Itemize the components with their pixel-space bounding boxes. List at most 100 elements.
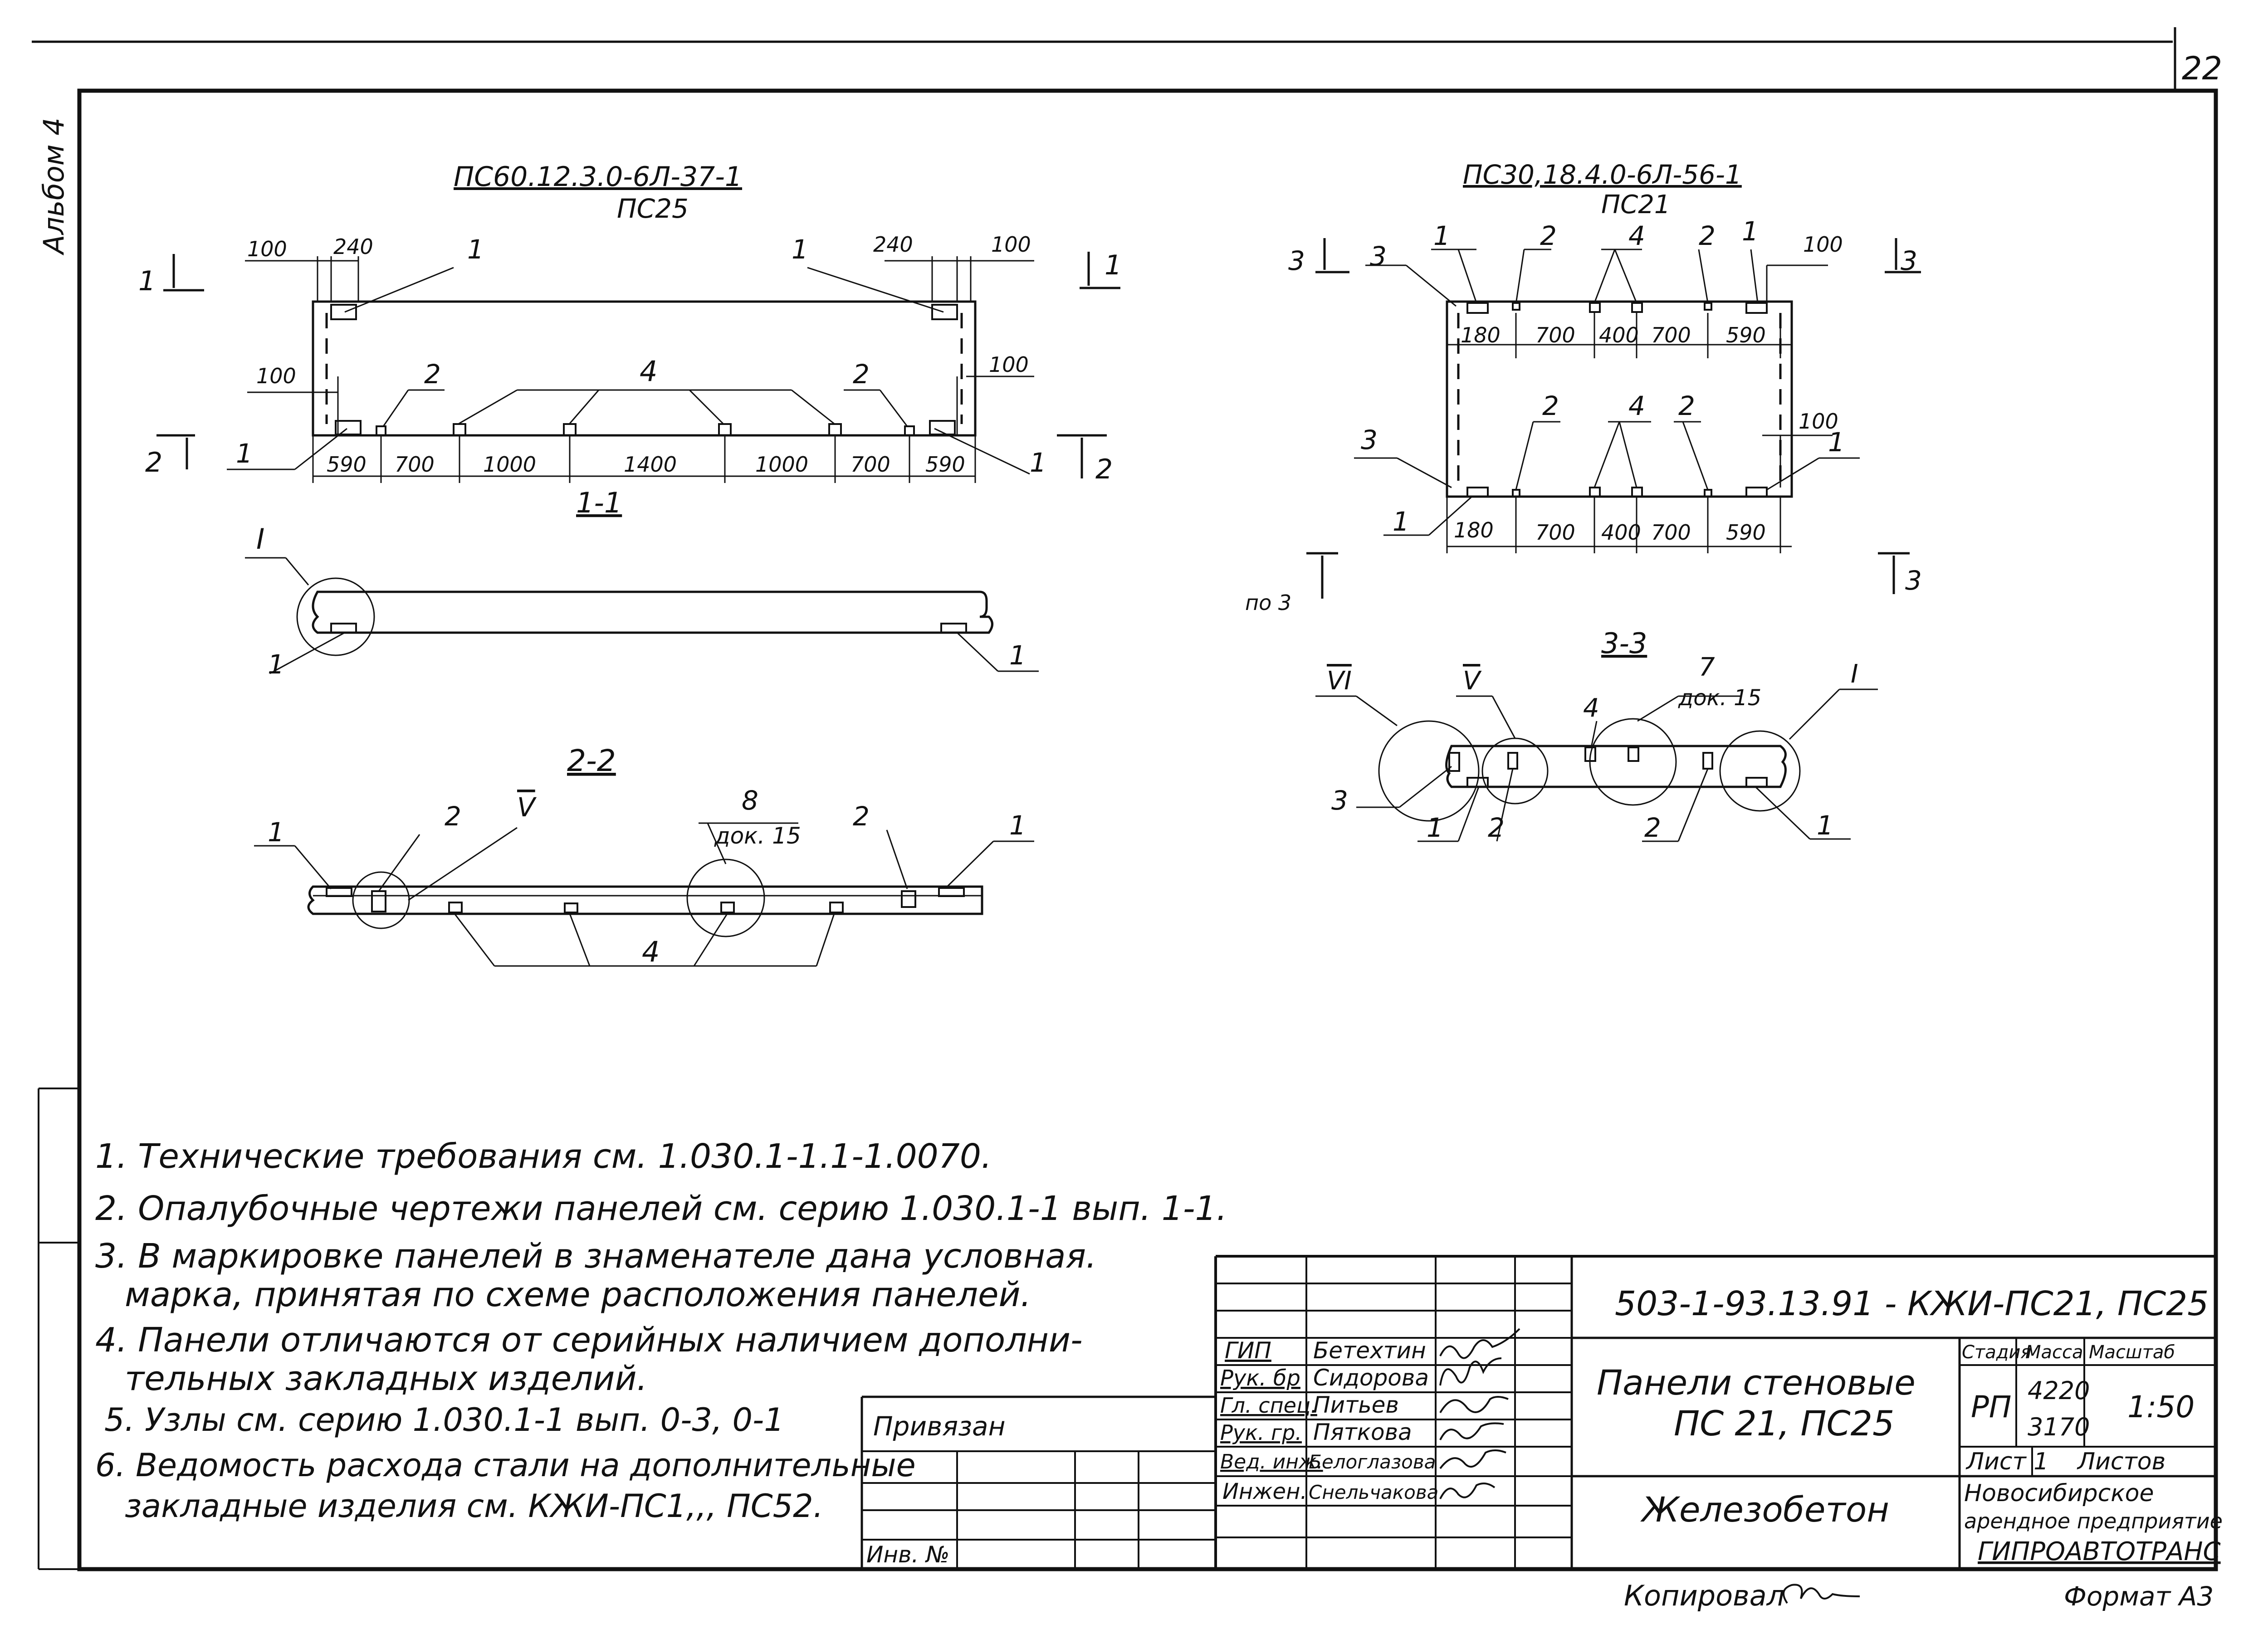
stage-header: Стадия xyxy=(1962,1342,2031,1363)
section-3-3-callout-top-5: I xyxy=(1851,659,1858,689)
section-3-3-callout-bottom-2: 2 xyxy=(1488,812,1505,843)
section-3-3-callout-top-2: 4 xyxy=(1583,693,1599,723)
pc25-dim-bottom-4: 1000 xyxy=(755,452,808,477)
pc25-callout-bottom-0: 1 xyxy=(236,438,253,469)
scale-header: Масштаб xyxy=(2089,1342,2175,1363)
note-3-cont: марка, принятая по схеме расположения па… xyxy=(125,1275,1031,1314)
section-2-2-callout-6: 1 xyxy=(1009,810,1026,841)
pc21-dim-top-1: 180 xyxy=(1461,323,1501,347)
pc21-dim-bottom-3: 700 xyxy=(1651,520,1691,545)
pc21-callout-top-5: 1 xyxy=(1742,216,1759,247)
mass-header: Масса xyxy=(2025,1342,2083,1363)
inventory-number: Инв. № xyxy=(866,1541,949,1568)
name-2: Питьев xyxy=(1313,1392,1399,1418)
pc21-dim-top-4: 700 xyxy=(1651,323,1691,347)
pc25-dim-bottom-5: 700 xyxy=(850,452,890,477)
pc25-section-mark-2b: 2 xyxy=(1095,454,1113,485)
panel-pc25-plan: ПС60.12.3.0-6Л-37-1 ПС25 1 xyxy=(138,161,1122,485)
name-3: Пяткова xyxy=(1313,1419,1412,1445)
role-5: Инжен. xyxy=(1222,1479,1307,1504)
role-3: Рук. гр. xyxy=(1220,1420,1302,1445)
pc21-callout-top-4: 2 xyxy=(1699,220,1716,251)
name-0: Бетехтин xyxy=(1313,1337,1426,1364)
notes-block: 1. Технические требования см. 1.030.1-1.… xyxy=(95,1137,1227,1525)
section-3-3-callout-bottom-3: 2 xyxy=(1644,812,1661,843)
scale-value: 1:50 xyxy=(2127,1390,2195,1424)
section-2-2-callout-1: 2 xyxy=(445,801,461,832)
pc21-callout-top-3: 4 xyxy=(1628,220,1645,251)
section-2-2-callout-3: 8 xyxy=(742,785,758,816)
section-2-2-callout-2: V xyxy=(517,792,537,823)
pc21-dim-top-5: 590 xyxy=(1726,323,1766,347)
note-3: 3. В маркировке панелей в знаменателе да… xyxy=(95,1237,1097,1276)
note-6: 6. Ведомость расхода стали на дополнител… xyxy=(95,1447,916,1484)
pc25-callout-top-0: 1 xyxy=(467,234,484,265)
pc25-dim-bottom-2: 1000 xyxy=(483,452,536,477)
note-2: 2. Опалубочные чертежи панелей см. серию… xyxy=(95,1189,1227,1228)
section-3-3: 3-3 VI V 4 7 док. 1 xyxy=(1315,627,1878,843)
pc25-callout-mid-0: 2 xyxy=(424,359,441,390)
section-2-2-callout-0: 1 xyxy=(268,817,284,848)
sheets-total: Листов xyxy=(2077,1448,2165,1475)
section-1-1-title: 1-1 xyxy=(576,486,622,519)
pc21-callout-mid-2: 4 xyxy=(1628,390,1645,421)
name-5: Снельчакова xyxy=(1309,1481,1438,1503)
pc21-dim-top-3: 400 xyxy=(1599,323,1639,347)
pc21-callout-mid-0: 3 xyxy=(1361,424,1378,455)
section-1-1: 1-1 I 1 1 xyxy=(245,486,1039,680)
pc21-section-mark-2: по 3 xyxy=(1245,590,1291,615)
role-0: ГИП xyxy=(1225,1337,1271,1364)
section-2-2-title: 2-2 xyxy=(567,743,616,778)
pc21-callout-top-0: 3 xyxy=(1370,241,1387,272)
copied-by-signature xyxy=(1783,1584,1860,1604)
section-3-3-title: 3-3 xyxy=(1601,627,1647,660)
pc21-subtitle: ПС21 xyxy=(1601,190,1670,219)
section-2-2-callout-4: док. 15 xyxy=(714,823,801,849)
signature-3 xyxy=(1439,1422,1504,1440)
pc21-dim-bottom-1: 700 xyxy=(1535,520,1575,545)
section-3-3-callout-bottom-4: 1 xyxy=(1817,810,1833,841)
section-3-3-callout-top-1: V xyxy=(1463,666,1482,696)
sheet-format: Формат А3 xyxy=(2064,1581,2214,1612)
pc25-subtitle: ПС25 xyxy=(617,193,689,224)
binding-label: Привязан xyxy=(873,1411,1006,1442)
organization-line3: ГИПРОАВТОТРАНС xyxy=(1978,1537,2221,1566)
section-3-3-callout-bottom-1: 1 xyxy=(1427,812,1443,843)
drawing-title-line2: ПС 21, ПС25 xyxy=(1674,1403,1894,1444)
section-1-1-node: I xyxy=(256,522,264,556)
pc25-dim-side-1: 100 xyxy=(989,352,1029,377)
note-4-cont: тельных закладных изделий. xyxy=(125,1359,647,1398)
sheet-frame xyxy=(32,27,2218,1571)
pc25-dim-top-1: 240 xyxy=(333,234,373,259)
pc25-dim-top-3: 100 xyxy=(991,232,1031,257)
pc21-callout-bottom-0: 1 xyxy=(1393,506,1409,537)
album-label: Альбом 4 xyxy=(37,117,70,256)
section-3-3-callout-top-4: док. 15 xyxy=(1678,685,1761,711)
pc21-callout-bottom-1: 1 xyxy=(1828,427,1845,458)
section-2-2: 2-2 1 2 V 8 док. 15 2 1 4 xyxy=(254,743,1034,968)
title-block: Привязан Инв. № ГИП Рук. бр Гл. спец. Ру… xyxy=(860,1255,2223,1612)
pc21-dim-bottom-4: 590 xyxy=(1726,520,1766,545)
pc25-dim-bottom-0: 590 xyxy=(327,452,367,477)
role-4: Вед. инж. xyxy=(1220,1450,1323,1473)
pc21-callout-top-2: 2 xyxy=(1540,220,1557,251)
pc25-callout-mid-1: 4 xyxy=(640,355,657,388)
signature-2 xyxy=(1439,1396,1509,1414)
name-1: Сидорова xyxy=(1313,1365,1429,1391)
pc25-callout-top-1: 1 xyxy=(792,234,808,265)
name-4: Белоглазова xyxy=(1309,1451,1436,1473)
pc21-section-mark-0: 3 xyxy=(1288,245,1305,276)
material-label: Железобетон xyxy=(1640,1489,1889,1530)
pc21-callout-top-1: 1 xyxy=(1433,220,1450,251)
pc25-title: ПС60.12.3.0-6Л-37-1 xyxy=(454,161,742,193)
pc21-section-mark-1: 3 xyxy=(1901,245,1917,276)
role-1: Рук. бр xyxy=(1220,1366,1300,1391)
pc25-callout-bottom-1: 1 xyxy=(1030,447,1046,478)
pc25-dim-top-0: 100 xyxy=(247,237,287,261)
pc21-section-mark-3: 3 xyxy=(1905,565,1922,596)
mass-value-1: 4220 xyxy=(2028,1376,2090,1405)
mass-value-2: 3170 xyxy=(2028,1413,2090,1441)
pc25-dim-bottom-1: 700 xyxy=(395,452,435,477)
note-5: 5. Узлы см. серию 1.030.1-1 вып. 0-3, 0-… xyxy=(104,1401,784,1439)
